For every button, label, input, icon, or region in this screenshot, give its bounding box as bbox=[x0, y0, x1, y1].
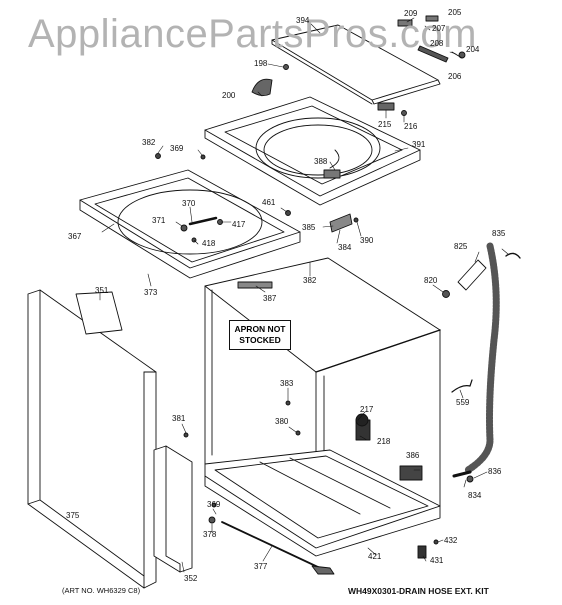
callout-205: 205 bbox=[448, 8, 462, 17]
hinge-bracket-parts bbox=[377, 102, 407, 116]
callout-431: 431 bbox=[430, 556, 444, 565]
top-cover-part bbox=[204, 96, 421, 206]
callout-370: 370 bbox=[182, 199, 196, 208]
callout-371: 371 bbox=[152, 216, 166, 225]
callout-206: 206 bbox=[448, 72, 462, 81]
callout-218: 218 bbox=[377, 437, 391, 446]
lower-screws bbox=[183, 432, 217, 524]
callout-432: 432 bbox=[444, 536, 458, 545]
callout-369-bottom: 369 bbox=[207, 500, 221, 509]
callout-198: 198 bbox=[254, 59, 268, 68]
callout-382-mid: 382 bbox=[303, 276, 317, 285]
leader-lines bbox=[99, 17, 509, 573]
callout-391: 391 bbox=[412, 140, 426, 149]
callout-461: 461 bbox=[262, 198, 276, 207]
callout-200: 200 bbox=[222, 91, 236, 100]
callout-388: 388 bbox=[314, 157, 328, 166]
callout-386: 386 bbox=[406, 451, 420, 460]
callout-216: 216 bbox=[404, 122, 418, 131]
callout-208: 208 bbox=[430, 39, 444, 48]
callout-418: 418 bbox=[202, 239, 216, 248]
callout-385: 385 bbox=[302, 223, 316, 232]
callout-204: 204 bbox=[466, 45, 480, 54]
callout-417: 417 bbox=[232, 220, 246, 229]
callout-217: 217 bbox=[360, 405, 374, 414]
callout-390: 390 bbox=[360, 236, 374, 245]
callout-559: 559 bbox=[456, 398, 470, 407]
watermark-text: AppliancePartsPros.com bbox=[28, 12, 477, 56]
callout-351: 351 bbox=[95, 286, 109, 295]
callout-394: 394 bbox=[296, 16, 310, 25]
callout-835: 835 bbox=[492, 229, 506, 238]
callout-834: 834 bbox=[468, 491, 482, 500]
callout-207: 207 bbox=[432, 24, 446, 33]
front-panel-part bbox=[27, 289, 157, 589]
insulation-panel-part bbox=[75, 291, 123, 335]
drain-hose-part bbox=[452, 242, 521, 478]
callout-836: 836 bbox=[488, 467, 502, 476]
rod-part bbox=[221, 521, 335, 575]
callout-384: 384 bbox=[338, 243, 352, 252]
callout-382-top: 382 bbox=[142, 138, 156, 147]
callout-381: 381 bbox=[172, 414, 186, 423]
callout-375: 375 bbox=[66, 511, 80, 520]
callout-378: 378 bbox=[203, 530, 217, 539]
callout-820: 820 bbox=[424, 276, 438, 285]
lid-switch-parts bbox=[251, 64, 289, 97]
lid-part bbox=[271, 24, 441, 105]
callout-421: 421 bbox=[368, 552, 382, 561]
callout-209: 209 bbox=[404, 9, 418, 18]
callout-387: 387 bbox=[263, 294, 277, 303]
art-number-label: (ART NO. WH6329 C8) bbox=[62, 586, 141, 595]
base-frame-part bbox=[204, 449, 441, 557]
callout-825: 825 bbox=[454, 242, 468, 251]
callout-367: 367 bbox=[68, 232, 82, 241]
bracket-parts bbox=[285, 210, 359, 233]
toe-panel-part bbox=[153, 445, 193, 573]
drain-hose-kit-label: WH49X0301-DRAIN HOSE EXT. KIT bbox=[348, 586, 489, 596]
apron-note-box: APRON NOT STOCKED bbox=[229, 320, 291, 350]
callout-383: 383 bbox=[280, 379, 294, 388]
callout-377: 377 bbox=[254, 562, 268, 571]
callout-369-top: 369 bbox=[170, 144, 184, 153]
tub-ring-frame bbox=[79, 169, 301, 279]
apron-note-line2: STOCKED bbox=[239, 335, 281, 345]
callout-380: 380 bbox=[275, 417, 289, 426]
callout-373: 373 bbox=[144, 288, 158, 297]
callout-215: 215 bbox=[378, 120, 392, 129]
top-screws bbox=[155, 153, 206, 160]
callout-352: 352 bbox=[184, 574, 198, 583]
hose-clamp-parts bbox=[442, 290, 474, 483]
apron-note-line1: APRON NOT bbox=[234, 324, 286, 334]
